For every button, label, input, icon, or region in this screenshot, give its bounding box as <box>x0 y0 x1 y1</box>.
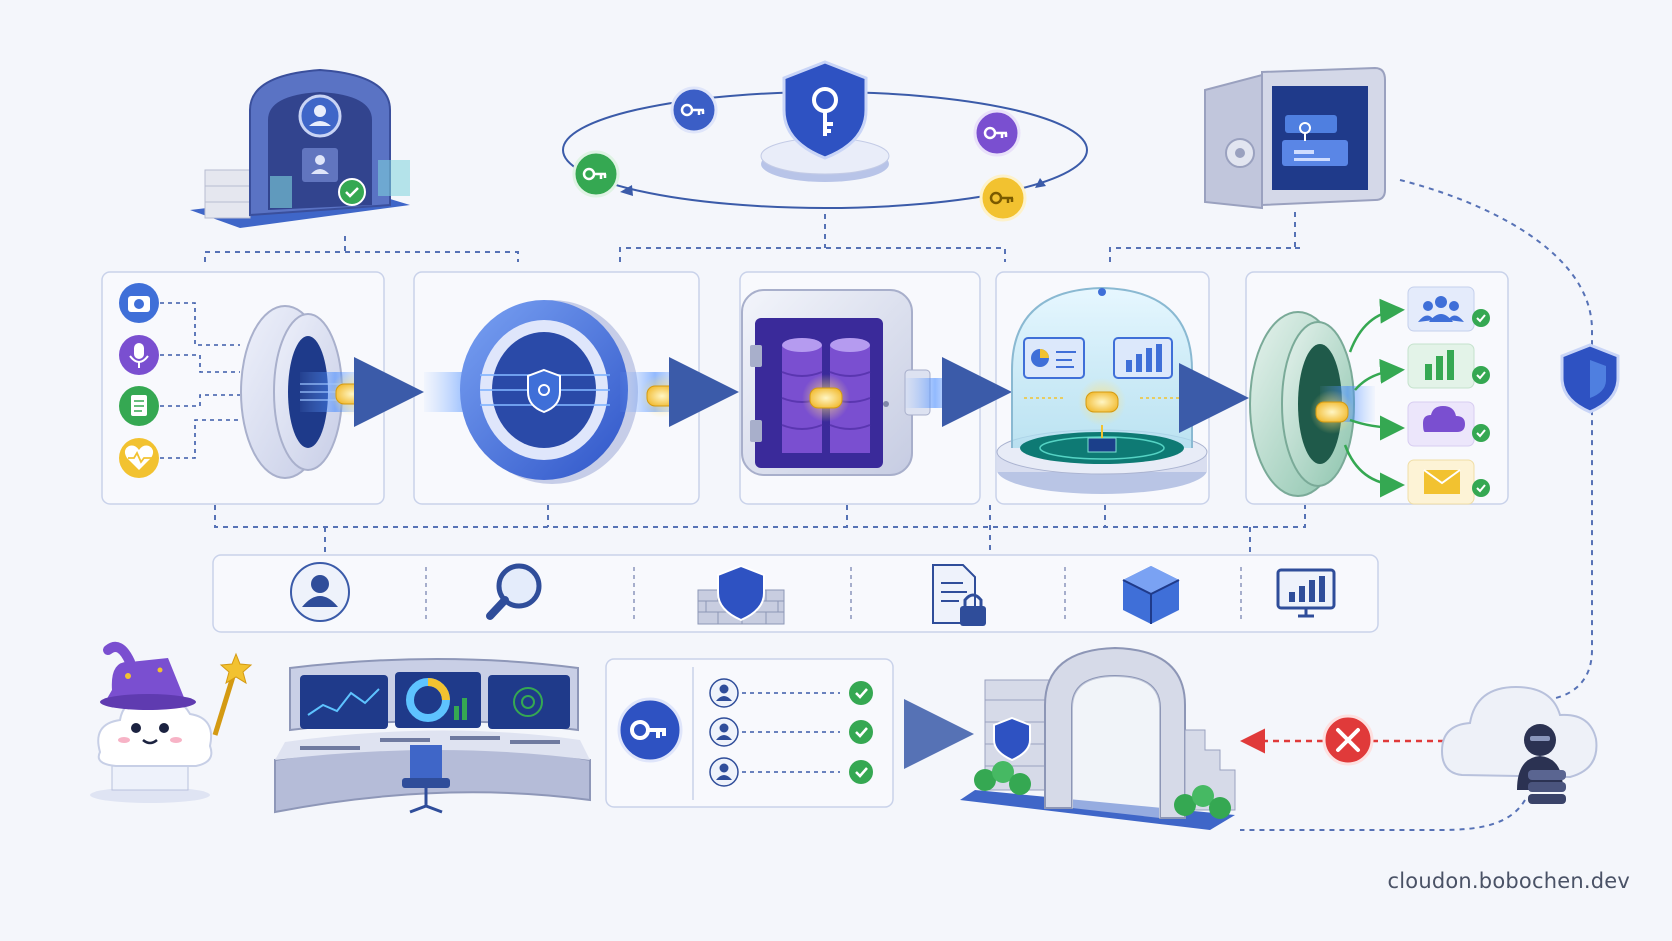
data-token-4 <box>1024 378 1180 426</box>
key-purple <box>973 109 1021 157</box>
access-key-icon <box>617 697 683 763</box>
cloud-icon <box>1407 401 1490 447</box>
data-token-5 <box>1310 390 1354 434</box>
control-bar <box>212 554 1379 633</box>
search-icon <box>486 563 542 620</box>
data-token-1 <box>330 372 374 416</box>
firewall-icon <box>697 564 785 625</box>
microphone-icon <box>119 335 159 375</box>
key-rotation-cycle <box>562 60 1088 209</box>
output-connectors <box>1343 298 1405 498</box>
connector-lines <box>204 179 1593 831</box>
access-row <box>709 678 873 708</box>
blocked-x-icon <box>1322 714 1374 766</box>
document-lock-icon <box>932 564 986 626</box>
mail-icon <box>1407 459 1490 505</box>
access-control-panel <box>605 658 894 808</box>
secure-enclave-dome <box>996 286 1208 494</box>
key-yellow <box>979 174 1027 222</box>
access-row <box>709 757 873 787</box>
network-cube-icon <box>1122 566 1180 624</box>
users-icon <box>1407 286 1490 332</box>
key-blue <box>670 86 718 134</box>
security-operations-console <box>274 658 591 814</box>
user-icon <box>290 562 350 622</box>
data-token-3 <box>802 374 850 422</box>
ingestion-tunnel <box>240 305 370 479</box>
watermark-url: cloudon.bobochen.dev <box>1387 869 1630 893</box>
perimeter-gateway <box>960 646 1236 830</box>
key-green <box>572 150 620 198</box>
wizard-cloud-mascot <box>90 642 253 803</box>
hacker-cloud-icon <box>1440 685 1598 804</box>
encryption-portal <box>424 300 690 484</box>
document-icon <box>119 386 159 426</box>
data-token-2 <box>640 374 684 418</box>
health-icon <box>119 438 159 478</box>
source-connectors <box>160 302 240 459</box>
encrypted-storage-vault <box>741 289 965 476</box>
monitor-chart-icon <box>1276 568 1336 618</box>
bar-chart-icon <box>1407 343 1490 389</box>
key-vault-safe-icon <box>1204 66 1386 210</box>
camera-icon <box>119 283 159 323</box>
access-row <box>709 717 873 747</box>
identity-gate-icon <box>190 68 410 228</box>
shield-icon <box>1560 343 1620 414</box>
